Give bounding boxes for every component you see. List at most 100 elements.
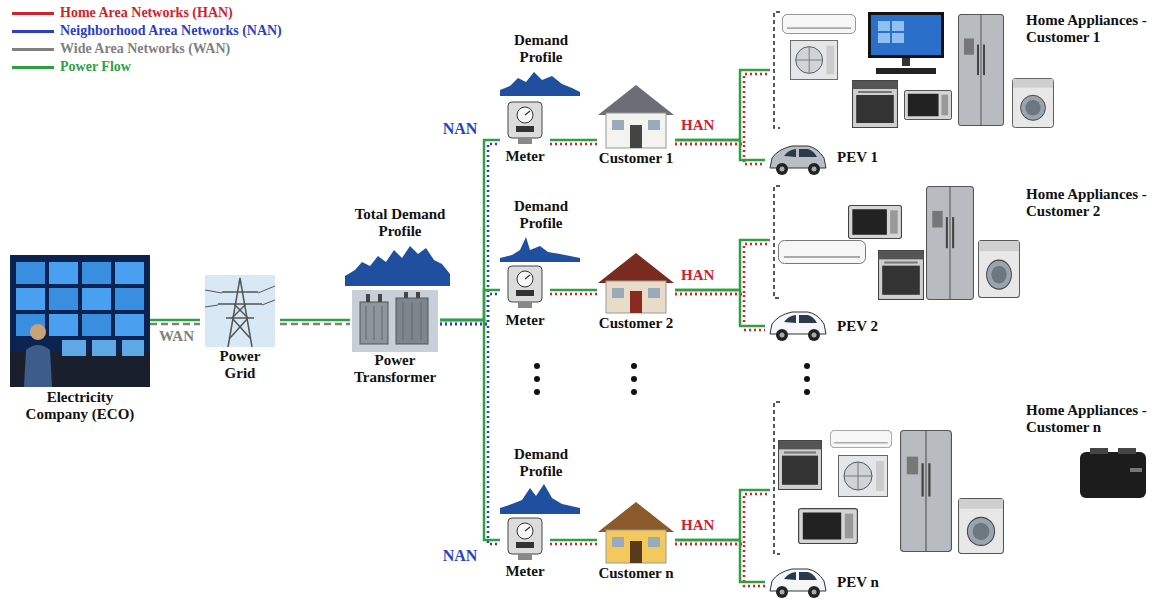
- smart-meter: Meter: [500, 515, 550, 580]
- appliance-picture: [790, 40, 837, 79]
- power-connector: [440, 140, 500, 324]
- label-anchor: NAN: [438, 547, 482, 565]
- power-line: [675, 140, 765, 160]
- appliance-picture: [839, 456, 888, 497]
- car-picture: [770, 312, 826, 341]
- appliance-picture: [1012, 78, 1053, 127]
- power-connector: [150, 320, 200, 324]
- power-line: [150, 319, 200, 322]
- power-line: [440, 290, 500, 320]
- legend-entry: Power Flow: [12, 58, 282, 76]
- meter-picture: [508, 518, 542, 560]
- electric-vehicle: PEV n: [765, 560, 883, 605]
- meter-picture: [508, 102, 542, 144]
- power-line: [550, 539, 597, 542]
- power-transformer: Power Transformer: [350, 288, 440, 385]
- appliance-picture: [799, 509, 858, 544]
- node-label: Home Appliances -Customer 2: [1026, 186, 1148, 219]
- customer-house: Customer 1: [597, 82, 675, 167]
- car-picture: [770, 146, 826, 175]
- wan-link: [150, 323, 200, 326]
- label-anchor: NAN: [438, 120, 482, 138]
- network-label: HAN: [680, 117, 715, 134]
- demand-chart: [500, 484, 580, 514]
- house-picture: [598, 502, 674, 563]
- legend-text: Neighborhood Area Networks (NAN): [60, 23, 282, 38]
- appliance-picture: [978, 241, 1019, 298]
- label-anchor: Demand Profile: [496, 32, 586, 65]
- chart-title: Total Demand Profile: [335, 206, 465, 239]
- han-link: [675, 74, 770, 144]
- legend-swatch: [12, 66, 54, 69]
- power-connector: [675, 70, 770, 144]
- appliance-picture: [904, 90, 951, 119]
- han-link: [550, 543, 597, 546]
- wan-link: [280, 323, 350, 326]
- appliance-picture: [779, 441, 822, 490]
- network-label: NAN: [438, 547, 482, 565]
- power-line: [675, 240, 770, 290]
- node-label: Customer 1: [597, 150, 675, 167]
- ellipsis-dots: [534, 363, 810, 395]
- legend: Home Area Networks (HAN)Neighborhood Are…: [12, 4, 282, 76]
- power-connector: [675, 240, 770, 294]
- power-line: [675, 290, 765, 326]
- label-anchor: Demand Profile: [496, 446, 586, 479]
- power-connector: [675, 290, 765, 330]
- power-line: [440, 320, 500, 540]
- legend-swatch: [12, 48, 54, 51]
- car-picture: [770, 569, 826, 598]
- node-label: PEV 1: [837, 149, 878, 166]
- node-label: Power Grid: [205, 348, 275, 381]
- demand-chart: [500, 237, 580, 262]
- han-link: [675, 244, 770, 294]
- power-connector: [675, 490, 770, 544]
- nan-link: [440, 324, 500, 544]
- label-anchor: Total Demand Profile: [335, 206, 465, 239]
- demand-chart: [345, 246, 450, 286]
- customer-house: Customer n: [597, 500, 675, 582]
- network-label: HAN: [680, 517, 715, 534]
- network-label: HAN: [680, 267, 715, 284]
- appliance-picture: [901, 431, 952, 552]
- power-line: [675, 490, 770, 540]
- smart-meter: Meter: [500, 98, 550, 165]
- node-label: Home Appliances -Customer n: [1026, 402, 1148, 435]
- node-label: Meter: [500, 148, 550, 165]
- control-center: Electricity Company (ECO): [10, 255, 150, 422]
- appliance-picture: [830, 430, 891, 447]
- appliance-picture: [1080, 448, 1146, 498]
- legend-entry: Home Area Networks (HAN): [12, 4, 282, 22]
- home-appliances: Home Appliances -Customer n: [770, 398, 1150, 558]
- appliance-picture: [849, 206, 902, 239]
- appliance-picture: [778, 241, 865, 264]
- legend-text: Power Flow: [60, 59, 131, 74]
- electric-vehicle: PEV 2: [765, 305, 883, 347]
- meter-picture: [508, 266, 542, 308]
- appliance-picture: [959, 499, 1004, 554]
- house-picture: [598, 253, 674, 313]
- node-label: PEV n: [837, 574, 879, 591]
- home-appliances: Home Appliances -Customer 2: [770, 182, 1150, 302]
- power-connector: [280, 320, 350, 324]
- transformer-picture: [352, 290, 438, 352]
- legend-swatch: [12, 30, 54, 33]
- power-connector: [550, 140, 597, 144]
- demand-chart: [500, 72, 580, 96]
- home-appliances: Home Appliances - Customer 1: [770, 8, 1150, 133]
- appliance-picture: [853, 81, 898, 128]
- power-connector: [675, 140, 765, 164]
- han-link: [550, 143, 597, 146]
- legend-swatch: [12, 12, 54, 15]
- node-label: Customer 2: [597, 315, 675, 332]
- han-link: [675, 544, 765, 586]
- legend-text: Wide Area Networks (WAN): [60, 41, 230, 56]
- node-label: PEV 2: [837, 318, 878, 335]
- node-label: Customer n: [597, 565, 675, 582]
- node-label: Electricity Company (ECO): [24, 389, 136, 422]
- power-grid: Power Grid: [200, 272, 280, 381]
- power-line: [550, 289, 597, 292]
- chart-title: Demand Profile: [496, 198, 586, 231]
- chart-title: Demand Profile: [496, 32, 586, 65]
- house-picture: [598, 85, 674, 148]
